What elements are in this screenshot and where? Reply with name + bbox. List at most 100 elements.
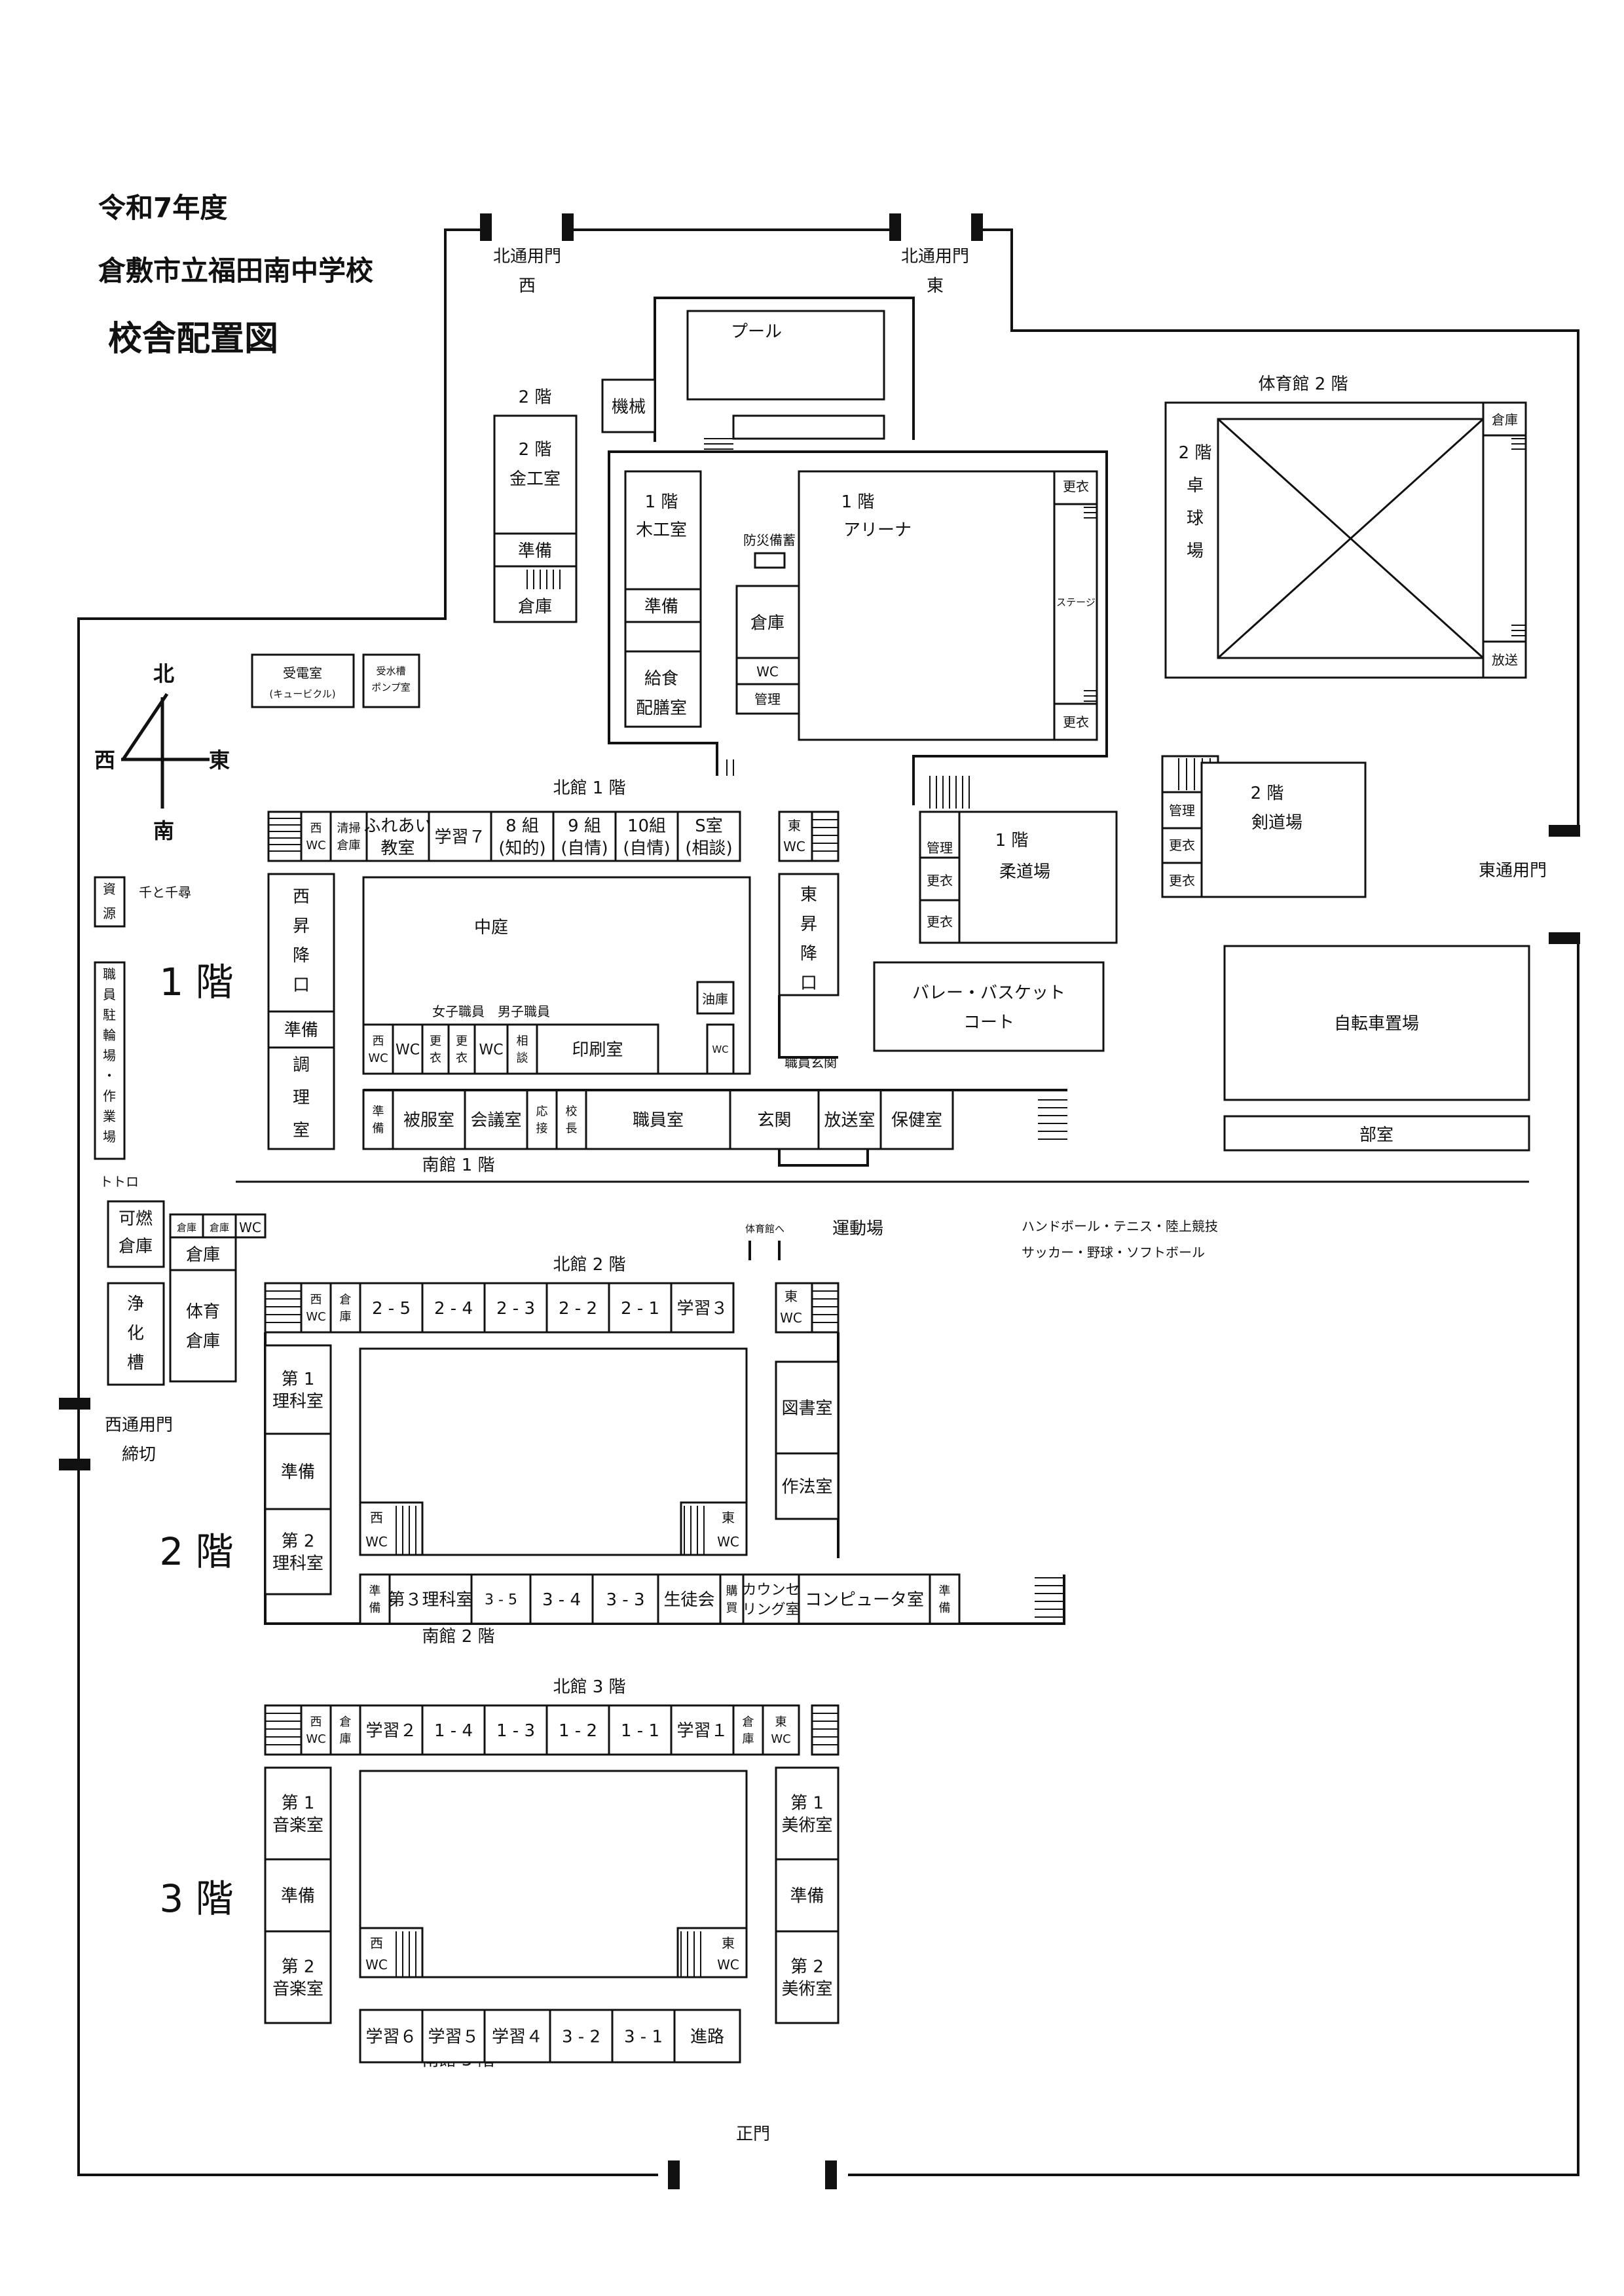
kendo-admin-label: 管理 xyxy=(1169,803,1195,818)
recycle-label: 資 xyxy=(103,881,116,897)
f3-north-room: 学習２ xyxy=(359,1704,424,1756)
f2-east-room: 図書室 xyxy=(775,1360,840,1455)
gym-2f-title: 体育館 2 階 xyxy=(1258,374,1348,394)
f2-west-room-label: 理科室 xyxy=(272,1392,323,1412)
kendo-side xyxy=(1161,791,1203,898)
staff-parking-label: 職 xyxy=(103,966,116,982)
f3-east-room: 準備 xyxy=(775,1858,840,1933)
f3-north-room: 1 - 3 xyxy=(483,1704,548,1756)
f1-south-room: 職員室 xyxy=(585,1089,731,1150)
recycle-shed xyxy=(94,876,126,928)
f1-court-room-label: WC xyxy=(396,1042,420,1058)
f2-east-room-label: 図書室 xyxy=(781,1398,832,1418)
pool xyxy=(686,310,885,401)
f3-south-room-label: 3 - 1 xyxy=(624,2027,663,2047)
f1-south-room-label: 被服室 xyxy=(403,1110,454,1130)
north-wing-1f-label: 北館 1 階 xyxy=(553,778,625,798)
f3-north-room-label: WC xyxy=(306,1732,325,1746)
septic-label: 化 xyxy=(127,1324,144,1343)
f1-court-room: 更衣 xyxy=(447,1023,476,1075)
f1-south-room: 保健室 xyxy=(879,1089,954,1150)
f3-north-room-label: 1 - 3 xyxy=(496,1721,535,1741)
f3-north-room: 1 - 4 xyxy=(421,1704,486,1756)
metal-shop xyxy=(493,414,578,535)
ground-label: 運動場 xyxy=(832,1219,883,1239)
outdoor-wc xyxy=(234,1213,267,1239)
pump-room xyxy=(362,653,420,708)
burnable-label: 倉庫 xyxy=(119,1237,153,1256)
judo-block xyxy=(919,811,1118,944)
f2-north-room-label: 庫 xyxy=(340,1310,352,1324)
staff-parking-label: 員 xyxy=(103,987,116,1002)
f3-north-room: 1 - 2 xyxy=(545,1704,610,1756)
gym-2f-broadcast-label: 放送 xyxy=(1492,652,1518,668)
f2-south-room-label: 第３理科室 xyxy=(388,1590,473,1610)
f1-north-room-label: 倉庫 xyxy=(337,839,361,852)
west-wc-court-2f xyxy=(359,1501,424,1556)
west-stair-label: 降 xyxy=(293,946,310,966)
kendo-block xyxy=(1161,755,1367,898)
f3-north-room: 1 - 1 xyxy=(608,1704,673,1756)
staff-entrance-label: 職員玄関 xyxy=(784,1055,837,1070)
f3-east-room-label: 美術室 xyxy=(781,1979,832,1999)
west-wc-court-3f-label: WC xyxy=(365,1957,388,1973)
bicycle-parking xyxy=(1223,945,1530,1101)
f1-south-room-label: 応 xyxy=(536,1104,548,1118)
pump-label: ポンプ室 xyxy=(371,682,411,693)
pool-label: プール xyxy=(731,322,782,342)
floor-1-east-wing xyxy=(778,873,840,1059)
f1-court-room-label: 衣 xyxy=(430,1051,441,1065)
f1-north-room-label: (知的) xyxy=(498,839,545,858)
f3-south-room: 学習５ xyxy=(421,2009,486,2064)
f1-court-room: 更衣 xyxy=(421,1023,450,1075)
f1-south-room-label: 保健室 xyxy=(891,1110,942,1130)
small-shed-label: 倉庫 xyxy=(210,1222,229,1233)
f1-north-room-label: 8 組 xyxy=(506,816,539,836)
substation-sub: (キュービクル) xyxy=(269,688,335,700)
shed xyxy=(169,1236,237,1271)
pool-deck xyxy=(732,414,885,440)
f2-north-room: 2 - 4 xyxy=(421,1282,486,1334)
f1-north-room-label: 西 xyxy=(310,822,322,835)
judo-label: 1 階 xyxy=(995,831,1029,850)
north-east-gate-post xyxy=(971,213,983,241)
compass-north: 北 xyxy=(153,661,174,686)
east-wc-1f-label: 東 xyxy=(788,818,801,833)
west-wc-court-2f-label: WC xyxy=(365,1534,388,1550)
f1-south-room: 被服室 xyxy=(392,1089,466,1150)
kendo-change-label: 更衣 xyxy=(1169,873,1195,888)
f3-north-room-label: 1 - 2 xyxy=(559,1721,597,1741)
east-stair-label: 昇 xyxy=(800,915,817,934)
stage xyxy=(1053,503,1098,705)
f2-south-room: 第３理科室 xyxy=(388,1573,473,1625)
f1-south-room: 準備 xyxy=(362,1089,394,1150)
compass-west: 西 xyxy=(94,748,115,773)
f3-north-room-label: 倉 xyxy=(743,1715,754,1729)
staff-parking-label: ・ xyxy=(103,1068,116,1084)
f2-south-room-label: 3 - 5 xyxy=(485,1592,517,1608)
floor-3-label: 3 階 xyxy=(159,1876,233,1921)
f1-south-room-label: 校 xyxy=(566,1104,578,1118)
gym-2f-block xyxy=(1164,401,1527,679)
arena-label: 1 階 xyxy=(841,492,875,512)
septic-label: 槽 xyxy=(127,1353,144,1373)
f3-east-room-label: 第 2 xyxy=(790,1957,824,1977)
food-prep-room xyxy=(624,650,702,728)
club-room xyxy=(1223,1115,1530,1152)
f1-north-room-label: 清掃 xyxy=(337,822,361,835)
f2-south-room-label: 準 xyxy=(939,1584,951,1598)
f3-east-room-label: 第 1 xyxy=(790,1793,824,1813)
east-wc-court-3f-label: 東 xyxy=(722,1935,735,1951)
f1-north-room: 9 組(自情) xyxy=(552,811,617,862)
f3-north-room: 西WC xyxy=(300,1704,332,1756)
f2-north-room-label: 倉 xyxy=(340,1293,352,1307)
f2-south-room-label: 3 - 3 xyxy=(606,1590,645,1610)
kendo-label: 剣道場 xyxy=(1251,813,1302,833)
f1-south-room-label: 玄関 xyxy=(757,1110,791,1130)
